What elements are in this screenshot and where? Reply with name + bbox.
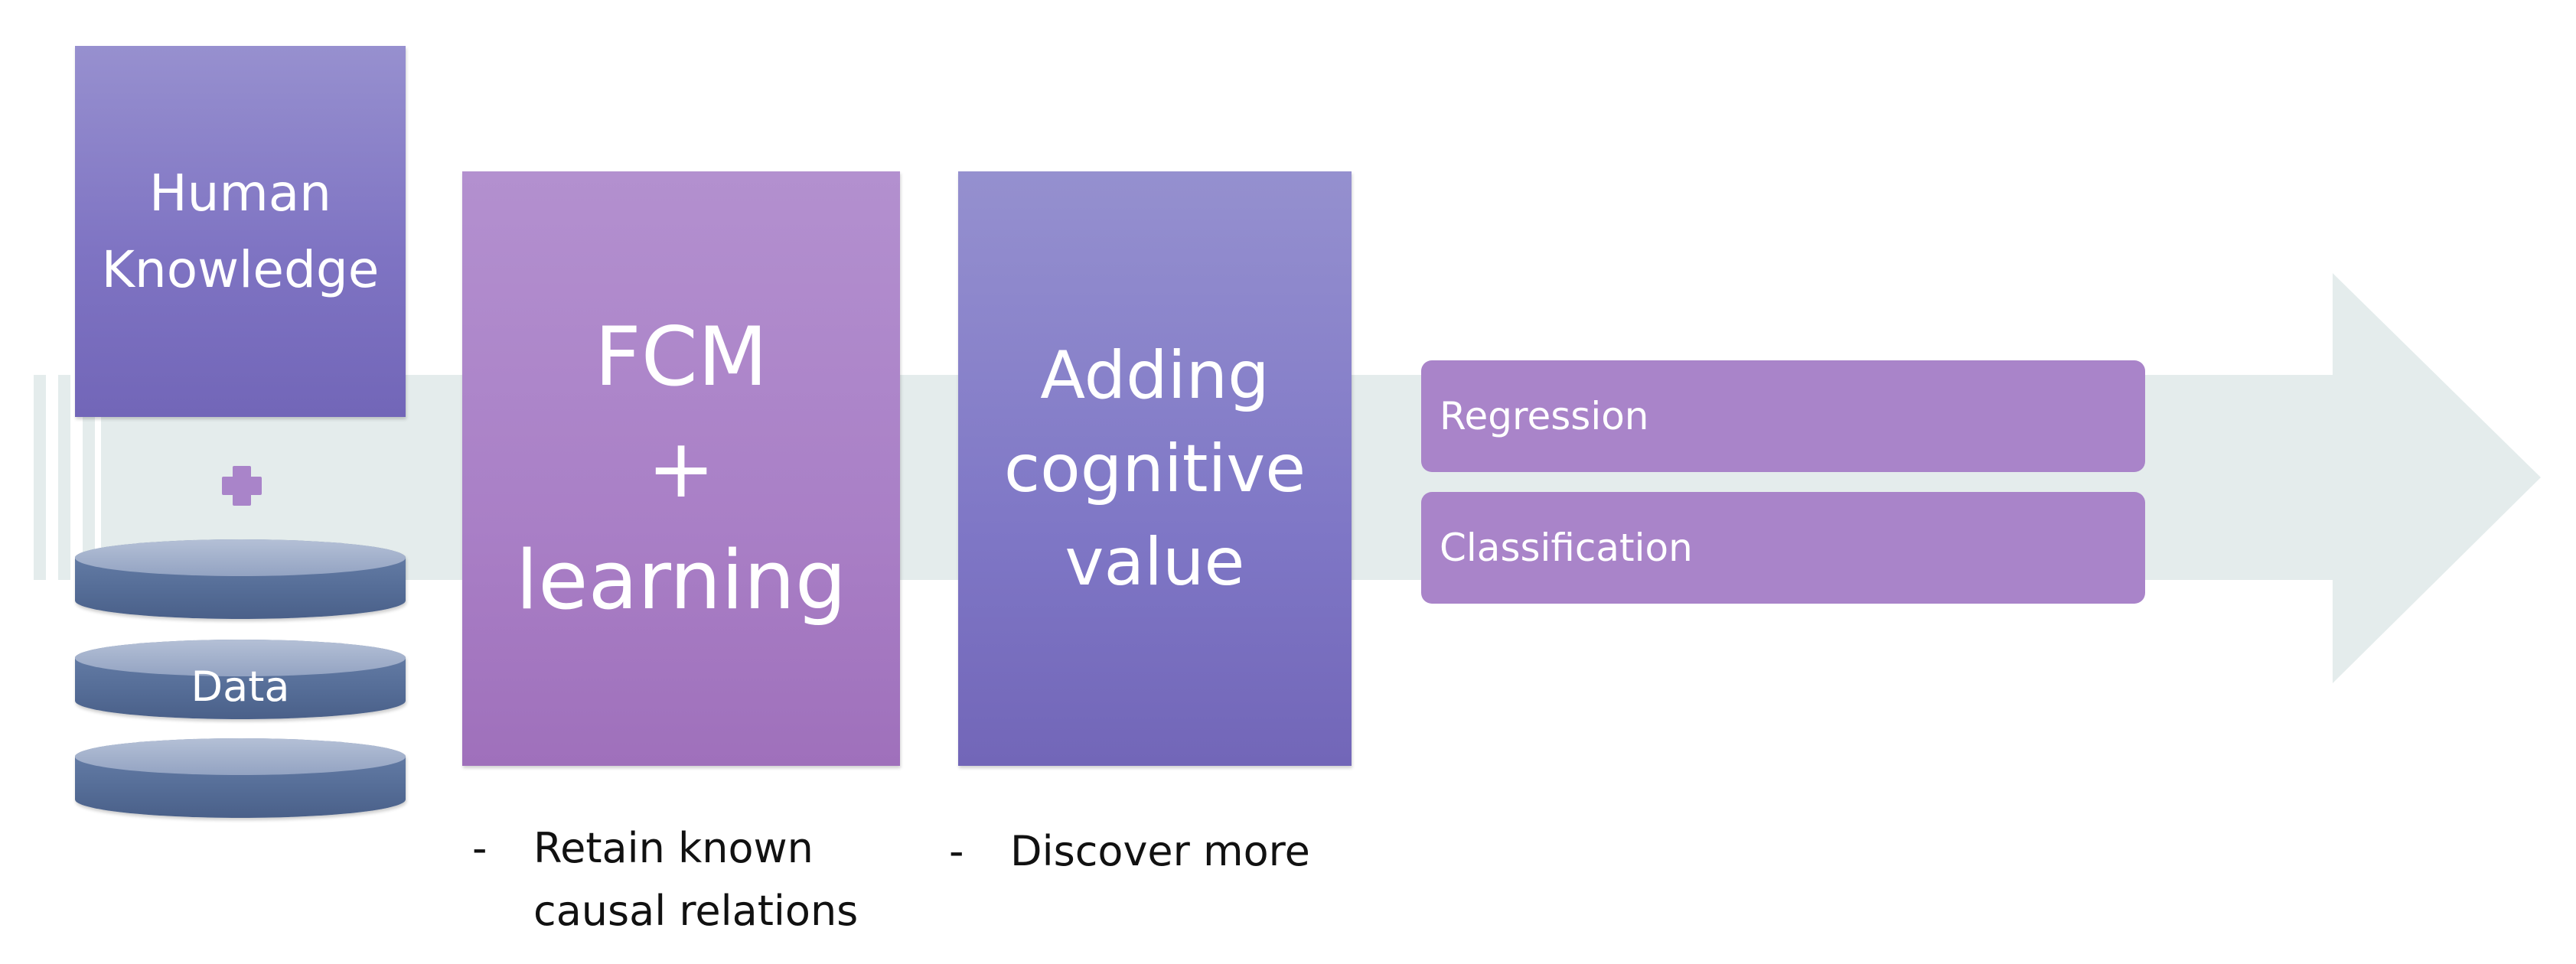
bullet-discover-more: - Discover more: [949, 820, 1310, 883]
classification-label: Classification: [1440, 526, 1693, 570]
bullet-text: Retain known causal relations: [533, 824, 859, 935]
regression-label: Regression: [1440, 394, 1649, 438]
data-disk: [75, 738, 406, 818]
data-label: Data: [191, 663, 290, 711]
bullet-dash: -: [949, 827, 964, 875]
data-disk: [75, 640, 406, 719]
fcm-learning-box: FCM + learning: [462, 171, 900, 766]
adding-cognitive-value-box: Adding cognitive value: [958, 171, 1352, 766]
regression-box: Regression: [1421, 360, 2145, 472]
arrow-head: [2333, 273, 2541, 683]
human-knowledge-label: Human Knowledge: [101, 163, 380, 299]
adding-cognitive-value-label: Adding cognitive value: [1003, 337, 1306, 601]
bullet-retain-known: - Retain known causal relations: [472, 817, 858, 943]
fcm-learning-label: FCM + learning: [515, 309, 847, 627]
arrow-tick: [58, 375, 70, 580]
plus-icon: [222, 466, 262, 506]
arrow-tick: [34, 375, 46, 580]
arrow-tick: [83, 375, 95, 580]
bullet-dash: -: [472, 824, 487, 872]
human-knowledge-box: Human Knowledge: [75, 46, 406, 417]
data-disk: [75, 539, 406, 619]
classification-box: Classification: [1421, 492, 2145, 604]
bullet-text: Discover more: [1010, 827, 1310, 875]
